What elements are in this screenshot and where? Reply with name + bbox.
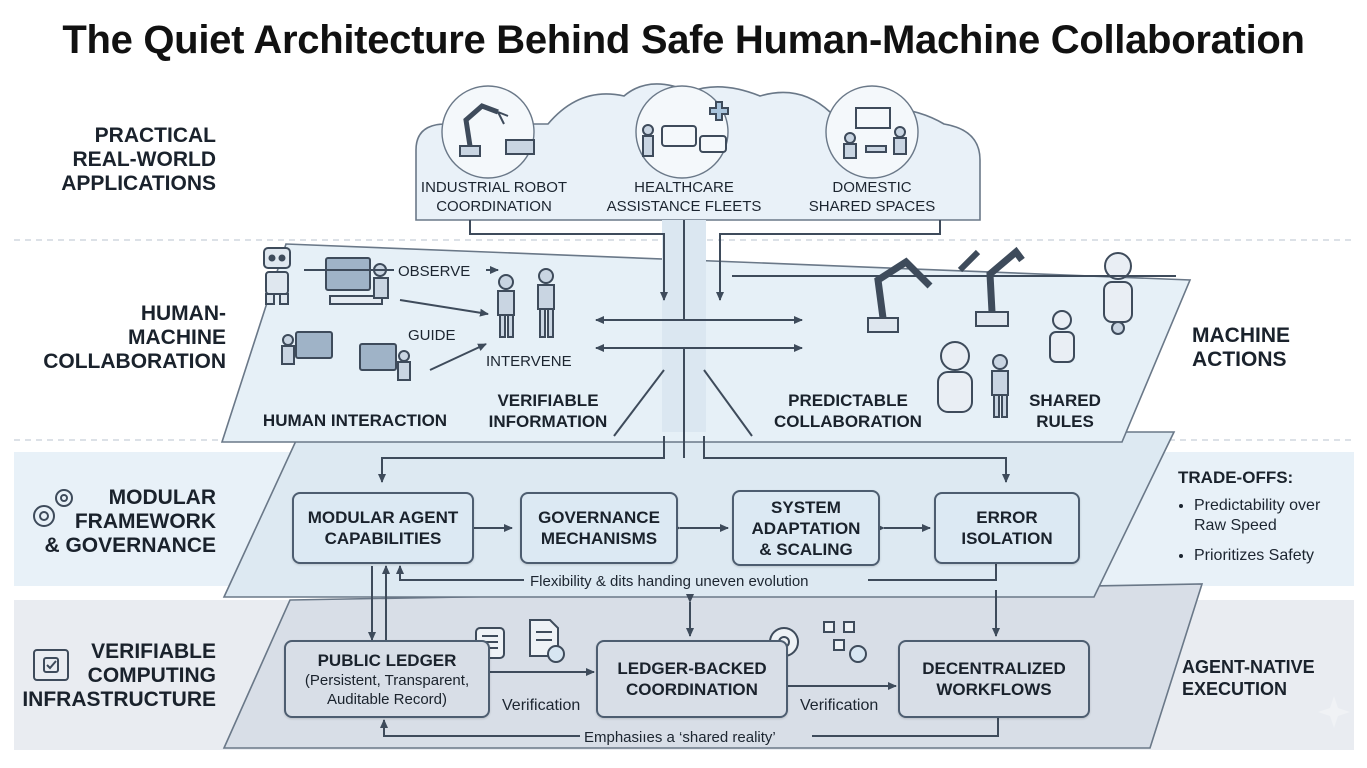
tradeoff-item: Predictability over Raw Speed — [1194, 496, 1348, 536]
domestic-space-icon — [843, 107, 907, 159]
robot-icon — [263, 247, 291, 305]
healthcare-fleet-icon — [642, 101, 729, 157]
operator-workstation-icon — [281, 331, 333, 365]
small-robot-icon — [1049, 310, 1075, 363]
operator-workstation-icon — [359, 343, 411, 381]
industrial-circle — [441, 85, 535, 179]
humanoid-robot-icon — [937, 341, 973, 413]
flexibility-feedback-label: Flexibility & dits handing uneven evolut… — [530, 573, 809, 590]
robot-arm-icon — [957, 246, 1025, 327]
operator-workstation-icon — [325, 257, 389, 305]
tradeoffs-panel: TRADE-OFFS: Predictability over Raw Spee… — [1178, 466, 1348, 576]
verification-label-right: Verification — [800, 697, 879, 714]
tradeoffs-list: Predictability over Raw Speed Prioritize… — [1178, 496, 1348, 566]
person-icon — [991, 354, 1009, 418]
tradeoff-item: Prioritizes Safety — [1194, 546, 1348, 566]
service-robot-icon — [1103, 252, 1133, 335]
workflow-icon — [823, 621, 867, 663]
gears-icon — [33, 489, 73, 527]
verification-label-left: Verification — [502, 697, 581, 714]
public-ledger-box: PUBLIC LEDGER (Persistent, Transparent, … — [284, 640, 490, 718]
shared-reality-label: Emphasiıes a ‘shared reality’ — [584, 729, 776, 746]
intervene-label: INTERVENE — [486, 353, 572, 370]
observe-label: OBSERVE — [398, 263, 471, 280]
human-interaction-label: HUMAN INTERACTION — [262, 411, 448, 430]
flow-arrows — [304, 220, 1176, 737]
page-title: The Quiet Architecture Behind Safe Human… — [62, 18, 1305, 62]
tradeoffs-title: TRADE-OFFS: — [1178, 468, 1294, 487]
robot-arm-icon — [867, 257, 933, 333]
verified-network-icon — [33, 649, 69, 681]
industrial-robot-icon — [459, 103, 535, 157]
verified-document-icon — [529, 619, 565, 663]
sparkle-icon — [1318, 696, 1350, 728]
guide-label: GUIDE — [408, 327, 456, 344]
people-icon — [497, 268, 555, 338]
